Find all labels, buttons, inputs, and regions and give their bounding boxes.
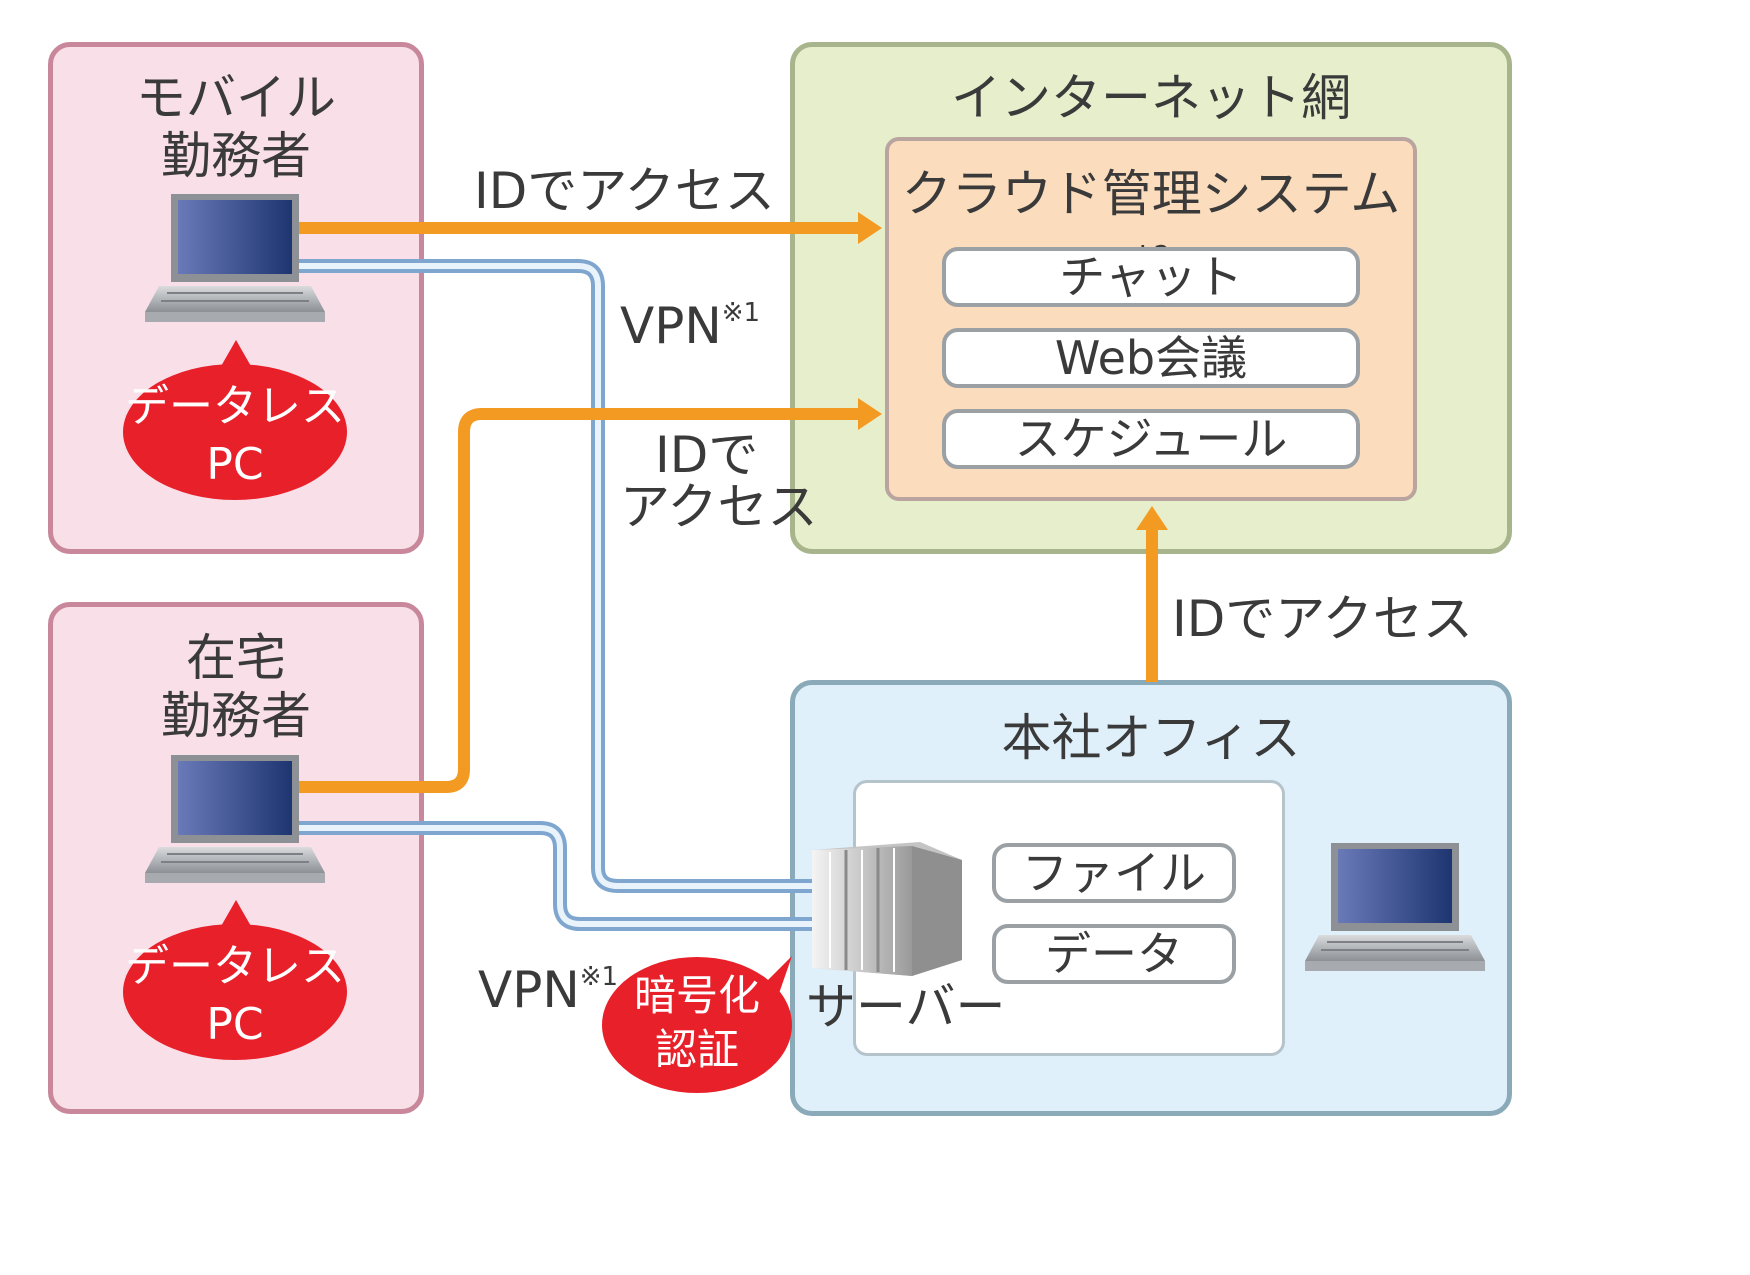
mobile-badge-line2: PC [206,439,264,490]
security-badge-line2: 認証 [654,1025,739,1074]
mobile-dataless-badge [123,340,347,500]
head-office-title: 本社オフィス [1001,709,1301,767]
office-item-file: ファイル [992,843,1236,903]
server-label: サーバー [806,978,1006,1036]
mobile-badge-text: データレス PC [123,378,347,494]
service-web-meeting: Web会議 [942,328,1360,388]
security-badge-line1: 暗号化 [633,971,760,1020]
mobile-badge-line1: データレス [125,381,345,432]
home-vpn-label: VPN※1 [478,948,618,1019]
mobile-vpn-label: VPN※1 [620,284,760,355]
home-vpn-text: VPN [478,961,580,1019]
service-chat: チャット [942,247,1360,307]
home-access-label-line2: アクセス [620,478,818,536]
home-worker-title-line2: 勤務者 [161,687,311,745]
access-arrow-home [292,408,858,793]
office-laptop-icon [1305,843,1485,972]
service-schedule: スケジュール [942,409,1360,469]
mobile-vpn-note: ※1 [721,298,761,328]
home-worker-title-line1: 在宅 [186,629,286,687]
home-access-label-line1: IDで [655,426,759,484]
home-badge-line1: データレス [125,941,345,992]
mobile-laptop-icon [145,194,325,323]
home-laptop-icon [145,755,325,884]
office-item-data: データ [992,924,1236,984]
vpn-line-home [292,821,820,931]
mobile-worker-title-line1: モバイル [136,69,336,127]
server-icon [812,842,962,976]
mobile-worker-title-line2: 勤務者 [161,127,311,185]
office-access-label: IDでアクセス [1172,590,1473,648]
vpn-line-mobile [292,259,820,893]
mobile-access-label: IDでアクセス [474,162,775,220]
security-badge-text: 暗号化 認証 [602,969,792,1077]
home-dataless-badge [123,900,347,1060]
home-badge-text: データレス PC [123,938,347,1054]
home-vpn-note: ※1 [579,962,619,992]
arrow-head-mobile [858,212,882,244]
internet-title: インターネット網 [951,69,1351,127]
mobile-vpn-text: VPN [620,297,722,355]
arrow-head-office [1136,506,1168,530]
security-badge [602,956,792,1093]
home-badge-line2: PC [206,999,264,1050]
cloud-system-title-text: クラウド管理システム [901,165,1401,223]
arrow-head-home [858,398,882,430]
